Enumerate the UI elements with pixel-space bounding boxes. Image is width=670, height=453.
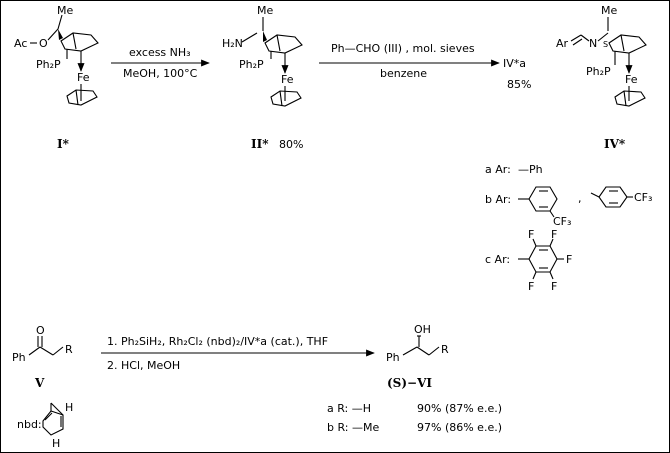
variant-b-cf3-meta: CF₃ <box>553 215 571 228</box>
hydroxyl-text: OH <box>414 323 431 336</box>
nitrogen-text: N <box>589 37 597 50</box>
methyl-text: Me <box>57 4 73 17</box>
fluorine-4: F <box>551 280 557 293</box>
fluorine-1: F <box>528 228 534 241</box>
compound-I-label: I* <box>57 137 70 151</box>
oxygen-text: O <box>39 37 48 50</box>
step3-reagents: 1. Ph₂SiH₂, Rh₂Cl₂ (nbd)₂/IV*a (cat.), T… <box>107 335 328 348</box>
methyl-text: Me <box>601 4 617 17</box>
fluorine-3: F <box>566 253 572 266</box>
variant-a-label: a Ar: <box>485 163 511 176</box>
nbd-h-top: H <box>65 401 73 414</box>
step2-yield: 85% <box>507 78 531 91</box>
ar-variant-a: a Ar: —Ph <box>485 163 543 176</box>
pph2-text: Ph₂P <box>586 65 611 78</box>
step2-product: IV*a <box>503 57 526 70</box>
step1-conditions: MeOH, 100°C <box>123 67 198 80</box>
phenyl-text: Ph <box>12 351 26 364</box>
r-group-text: R <box>65 343 73 356</box>
iron-text: Fe <box>625 73 638 86</box>
step3-workup: 2. HCl, MeOH <box>107 359 180 372</box>
aryl-text: Ar <box>556 37 569 50</box>
compound-V: O Ph R V <box>12 324 73 390</box>
step2-reagent: Ph—CHO (III) , mol. sieves <box>331 42 475 55</box>
step1-reagent: excess NH₃ <box>129 46 191 59</box>
fluorine-2: F <box>551 228 557 241</box>
variant-b-separator: , <box>578 192 582 205</box>
compound-II: Me H₂N Ph₂P Fe II* 80% <box>222 4 303 151</box>
compound-V-label: V <box>34 376 45 390</box>
compound-IV-label: IV* <box>604 137 626 151</box>
oxygen-text: O <box>36 324 45 337</box>
amine-text: H₂N <box>222 37 243 50</box>
compound-VI: OH Ph R (S)−VI <box>386 323 449 390</box>
compound-VI-label: (S)−VI <box>387 376 432 390</box>
pph2-text: Ph₂P <box>36 58 61 71</box>
variant-b-cf3-para: CF₃ <box>634 191 652 204</box>
variant-a-group: —Ph <box>518 163 543 176</box>
result-b-yield: 97% (86% e.e.) <box>417 421 502 434</box>
phenyl-text: Ph <box>386 351 400 364</box>
r-group-text: R <box>441 343 449 356</box>
nbd-structure: nbd: H H <box>17 401 73 450</box>
ar-variant-b: b Ar: CF₃ , CF₃ <box>485 186 652 228</box>
stereo-s-text: S <box>603 40 608 49</box>
ar-variant-c: c Ar: F F F F F <box>485 228 572 293</box>
compound-II-yield: 80% <box>279 138 303 151</box>
fluorine-5: F <box>528 280 534 293</box>
iron-text: Fe <box>77 71 90 84</box>
variant-c-label: c Ar: <box>485 253 510 266</box>
variant-b-label: b Ar: <box>485 193 511 206</box>
result-a-entry: a R: —H <box>327 402 371 415</box>
result-b-entry: b R: —Me <box>327 421 379 434</box>
compound-IV: Me Ar N S Ph₂P Fe IV* <box>556 4 647 151</box>
acetyl-text: Ac <box>14 37 27 50</box>
compound-I: Ac O Me Ph₂P Fe I* <box>14 4 99 151</box>
pph2-text: Ph₂P <box>239 58 264 71</box>
result-a-yield: 90% (87% e.e.) <box>417 402 502 415</box>
step2-solvent: benzene <box>380 67 427 80</box>
nbd-h-bottom: H <box>52 437 60 450</box>
methyl-text: Me <box>257 4 273 17</box>
compound-II-label: II* <box>251 137 269 151</box>
nbd-label: nbd: <box>17 418 42 431</box>
iron-text: Fe <box>281 73 294 86</box>
